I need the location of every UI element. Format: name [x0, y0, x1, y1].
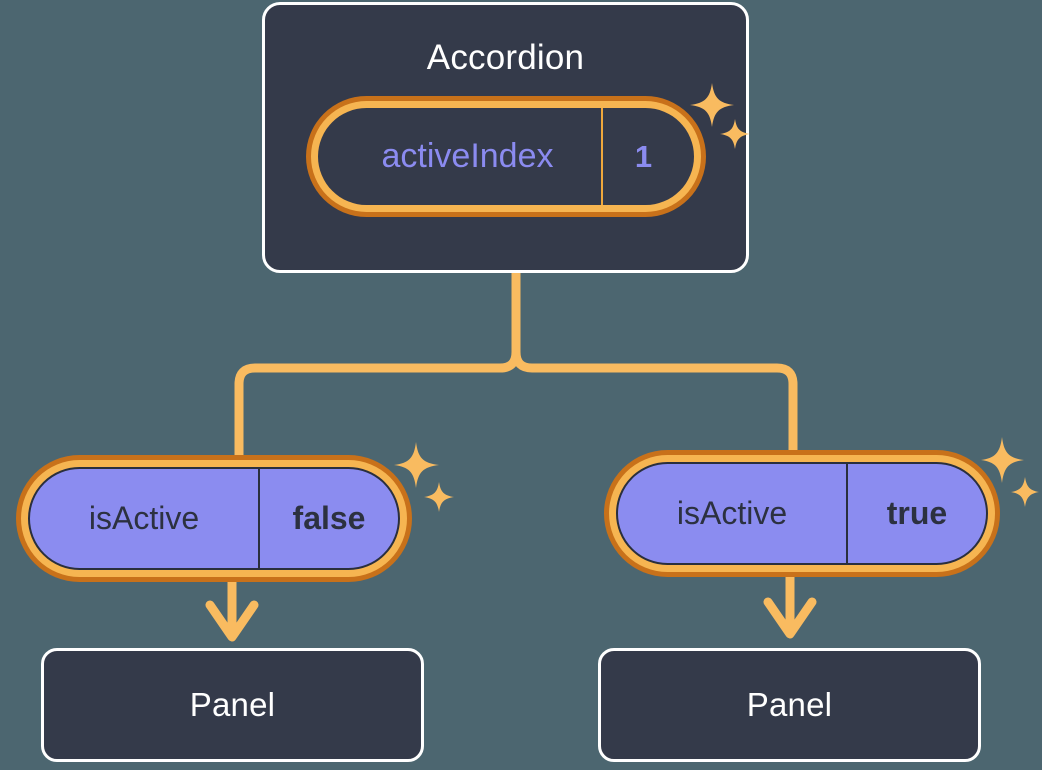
pill-divider	[846, 464, 848, 563]
accordion-title: Accordion	[426, 38, 585, 77]
state-key-is-active-right: isActive	[676, 495, 788, 531]
state-value-is-active-left: false	[292, 500, 366, 536]
state-pill-active-index[interactable]: activeIndex 1	[306, 96, 706, 217]
pill-body: isActive false	[28, 467, 400, 570]
state-pill-is-active-false[interactable]: isActive false	[16, 455, 412, 582]
arrow-right-panel	[763, 572, 817, 639]
pill-divider	[258, 469, 260, 568]
pill-body: activeIndex 1	[318, 108, 694, 205]
panel-component-card-right[interactable]: Panel	[598, 648, 981, 762]
state-value-is-active-right: true	[886, 495, 948, 531]
panel-title-right: Panel	[746, 686, 833, 723]
pill-inner-ring: isActive false	[21, 460, 407, 577]
state-key-is-active-left: isActive	[88, 500, 200, 536]
panel-title-left: Panel	[189, 686, 276, 723]
state-value-active-index: 1	[634, 138, 653, 174]
panel-component-card-left[interactable]: Panel	[41, 648, 424, 762]
state-key-active-index: activeIndex	[381, 137, 554, 175]
state-pill-is-active-true[interactable]: isActive true	[604, 450, 1000, 577]
connector-right-branch	[511, 268, 798, 467]
pill-divider	[601, 108, 603, 205]
pill-inner-ring: activeIndex 1	[311, 101, 701, 212]
pill-body: isActive true	[616, 462, 988, 565]
pill-inner-ring: isActive true	[609, 455, 995, 572]
connector-left-branch	[234, 268, 521, 473]
arrow-left-panel	[205, 575, 259, 642]
